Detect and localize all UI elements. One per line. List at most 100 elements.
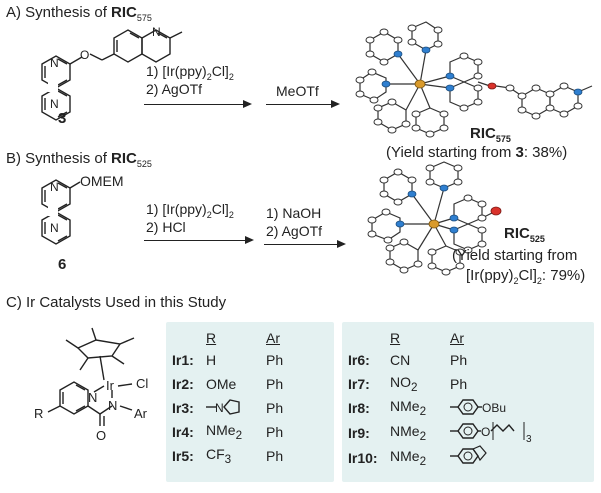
cat-r-text: NMe: [390, 422, 420, 439]
cat-r-sub: 2: [419, 429, 427, 443]
cat-name: Ir6:: [348, 352, 370, 368]
a-step1-end: Cl]: [211, 63, 229, 79]
section-b-reagent-4: 2) AgOTf: [266, 223, 323, 239]
ric525-iridium-atom: [428, 219, 440, 229]
section-b-reagent-1: 1) [Ir(ppy)2Cl]2: [146, 200, 234, 224]
section-a-reagent-2: 2) AgOTf: [146, 81, 203, 97]
section-a-arrow-1: [144, 100, 252, 108]
section-c-header: C) Ir Catalysts Used in this Study: [6, 294, 227, 311]
svg-text:N: N: [50, 97, 59, 111]
section-a-subscript: 575: [136, 13, 152, 23]
cat-ar: Ph: [266, 352, 284, 368]
ric575-name: RIC: [470, 125, 496, 142]
section-b-label: B) Synthesis of: [6, 150, 112, 167]
table-row: Ir3: N Ph: [172, 396, 287, 420]
cat-ar: Ph: [450, 352, 468, 368]
cat-r-sub: 2: [235, 428, 243, 442]
svg-text:N: N: [50, 180, 59, 194]
compound-3-number: 3: [58, 110, 67, 127]
cat-r: NMe2: [390, 445, 450, 470]
ric525-yield-line1: (Yield starting from: [452, 247, 578, 264]
section-a-compound: RIC: [111, 4, 137, 21]
a-step1-sub: 2: [206, 71, 212, 82]
col-r-header: R: [206, 330, 217, 346]
cat-ar-peg: O 3: [450, 420, 536, 445]
ric575-yield-post: : 38%): [523, 144, 568, 161]
b-step1-sub: 2: [206, 209, 212, 220]
cat-r: NMe2: [390, 420, 450, 445]
table-row: Ir8:NMe2 OBu: [348, 396, 536, 420]
svg-text:N: N: [50, 56, 59, 70]
col-blank: [348, 328, 390, 348]
ric575-iridium-atom: [414, 79, 426, 89]
cat-name-text: Ir8: [348, 400, 366, 416]
section-a-label: A) Synthesis of: [6, 4, 112, 21]
cat-r-text: NMe: [390, 447, 420, 464]
cat-name-text: Ir7: [348, 376, 366, 392]
cat-ar: Ph: [266, 376, 284, 392]
cat-name: Ir9:: [348, 424, 370, 441]
pyrrolidine-icon: N: [206, 398, 240, 415]
svg-text:N: N: [152, 25, 161, 39]
svg-text:N: N: [215, 401, 224, 415]
section-a-arrow-2: [266, 100, 340, 108]
peg-repeat-count: 3: [526, 434, 532, 445]
ric575-oxygen-atom: [487, 82, 497, 90]
catalyst-n1-atom: N: [88, 390, 97, 405]
ric525-yield-line2c: : 79%): [541, 267, 586, 284]
col-blank: [172, 328, 206, 348]
cat-name-text: Ir9: [348, 424, 366, 441]
b-step1-sub2: 2: [228, 209, 234, 220]
butoxyphenyl-icon: OBu: [450, 398, 506, 415]
a-step1-sub2: 2: [228, 71, 234, 82]
cat-r-text: NMe: [206, 422, 236, 439]
catalyst-o-atom: O: [96, 428, 106, 443]
table-row: Ir9: NMe2 O 3: [348, 420, 536, 445]
ric525-crystal-structure: [367, 161, 502, 276]
cat-name-text: Ir10: [348, 449, 373, 466]
cat-name-text: Ir3: [172, 400, 190, 416]
benzodioxole-icon: [450, 445, 487, 464]
ric525-yield-line2b: Cl]: [518, 267, 537, 284]
col-ar-header: Ar: [266, 330, 280, 346]
obu-text: OBu: [482, 401, 506, 415]
cat-r: NO2: [390, 372, 450, 396]
ric525-oxygen-atom: [490, 206, 502, 216]
ric525-name: RIC: [504, 225, 530, 242]
cat-r-sub: 3: [224, 452, 232, 466]
cat-name-text: Ir2: [172, 376, 190, 392]
compound-6-structure: N N: [41, 179, 81, 245]
svg-text:N: N: [50, 221, 59, 235]
ric575-yield-pre: (Yield starting from: [386, 144, 516, 161]
cat-name: Ir8:: [348, 400, 370, 416]
cat-r: H: [206, 352, 217, 368]
cat-name: Ir7:: [348, 376, 370, 392]
catalyst-general-structure: Ir Cl N N O R Ar: [34, 327, 148, 443]
cat-name: Ir3:: [172, 400, 194, 416]
col-ar-header: Ar: [450, 330, 464, 346]
cat-name-text: Ir4: [172, 424, 190, 440]
section-b-arrow-1: [144, 236, 254, 244]
cat-ar: Ph: [450, 376, 468, 392]
a-step1-text: 1) [Ir(ppy): [146, 63, 207, 79]
section-b-reagent-3: 1) NaOH: [266, 205, 322, 221]
ric575-crystal-structure: [355, 21, 593, 138]
section-a-reagent-1: 1) [Ir(ppy)2Cl]2: [146, 62, 234, 86]
section-a-header: A) Synthesis of RIC575: [6, 4, 152, 23]
compound-6-substituent: OMEM: [80, 173, 124, 189]
section-b-header: B) Synthesis of RIC525: [6, 150, 152, 169]
cat-ar-obu: OBu: [450, 396, 536, 420]
cat-r-text: NMe: [390, 398, 420, 415]
cat-name-text: Ir6: [348, 352, 366, 368]
cat-r-pyrrolidine: N: [206, 396, 266, 420]
ric525-label: RIC525: [504, 224, 545, 249]
cat-r: CF3: [206, 444, 266, 468]
cat-r-sub: 2: [411, 380, 418, 394]
